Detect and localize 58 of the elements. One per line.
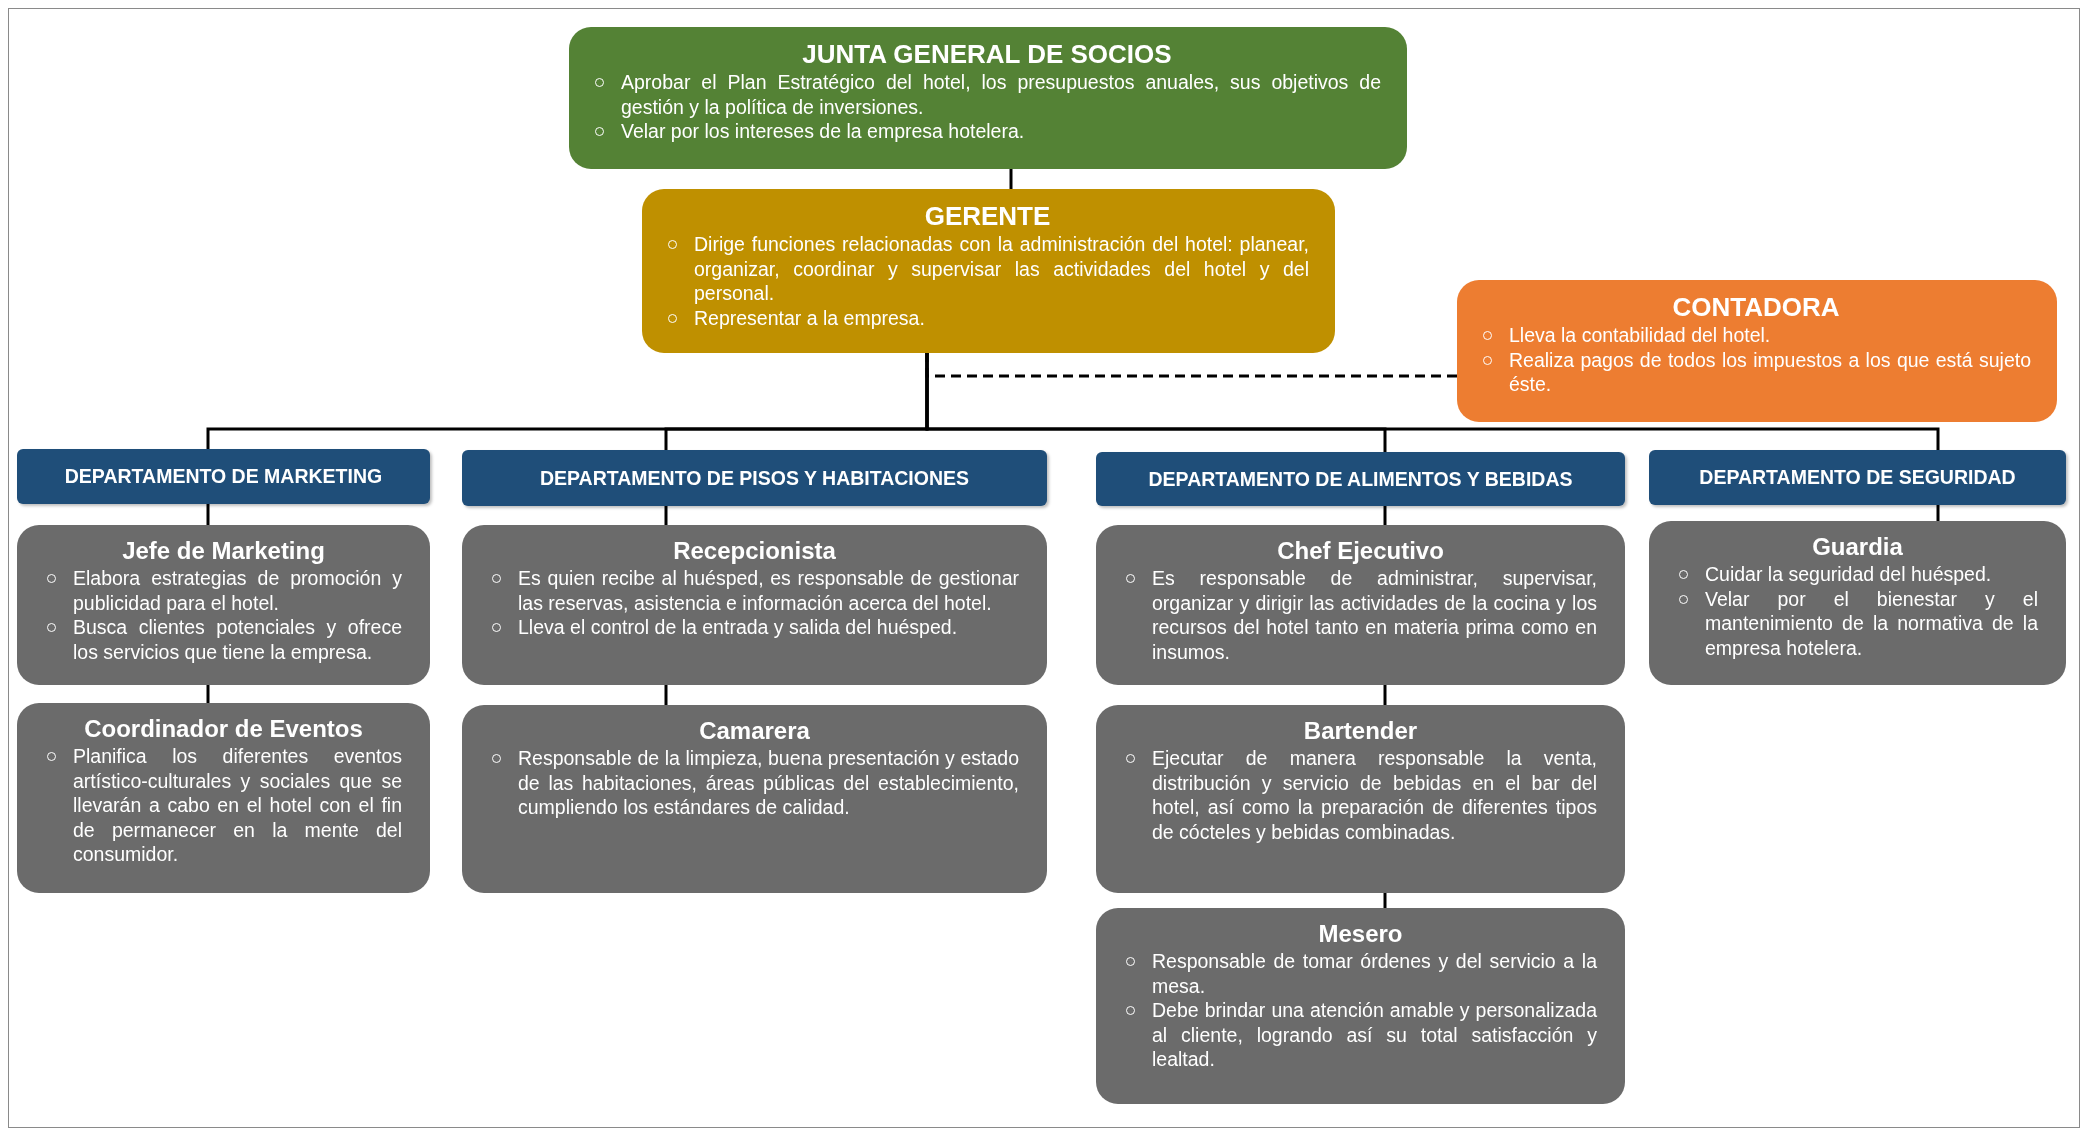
bullet-text: Lleva el control de la entrada y salida del huésped. bbox=[490, 615, 1019, 640]
department-box bbox=[17, 449, 430, 504]
bullet-text: Planifica los diferentes eventos artístico-culturales y sociales que se llevarán a cabo en el hotel con el fin de permanecer en la mente del consumidor. bbox=[45, 744, 402, 867]
bullet-text: Es quien recibe al huésped, es responsable de gestionar las reservas, asistencia e información acerca del hotel. bbox=[490, 566, 1019, 616]
role-box bbox=[1096, 705, 1625, 893]
box-heading: JUNTA GENERAL DE SOCIOS bbox=[801, 39, 1173, 69]
bullet-text: Es responsable de administrar, supervisar, organizar y dirigir las actividades de la cocina y los recursos del hotel tanto en materia prima como en insumos. bbox=[1124, 566, 1597, 665]
box-heading: Coordinador de Eventos bbox=[83, 715, 364, 743]
bullet-text: Dirige funciones relacionadas con la administración del hotel: planear, organizar, coordinar y supervisar las actividades del hotel y del personal. bbox=[666, 232, 1309, 306]
bullet-text: Responsable de tomar órdenes y del servicio a la mesa. bbox=[1124, 949, 1597, 999]
role-box bbox=[1649, 521, 2066, 685]
org-box bbox=[1457, 280, 2057, 422]
box-heading: Recepcionista bbox=[672, 537, 837, 565]
bullet-text: Debe brindar una atención amable y personalizada al cliente, logrando así su total satisfacción y lealtad. bbox=[1124, 998, 1597, 1072]
bullet-text: Velar por los intereses de la empresa hotelera. bbox=[593, 119, 1381, 144]
bullet-text: Responsable de la limpieza, buena presentación y estado de las habitaciones, áreas públicas del establecimiento, cumpliendo los estándares de calidad. bbox=[490, 746, 1019, 820]
box-heading: Mesero bbox=[1317, 920, 1404, 948]
connector-line bbox=[664, 506, 668, 525]
box-heading: GERENTE bbox=[923, 201, 1052, 231]
box-heading: DEPARTAMENTO DE PISOS Y HABITACIONES bbox=[539, 465, 970, 490]
connector-line bbox=[1383, 506, 1387, 525]
department-box bbox=[1096, 452, 1625, 506]
box-heading: CONTADORA bbox=[1671, 292, 1841, 322]
org-box bbox=[642, 189, 1335, 353]
role-box bbox=[462, 705, 1047, 893]
connector-line bbox=[925, 353, 1940, 450]
bullet-text: Elabora estrategias de promoción y publicidad para el hotel. bbox=[45, 566, 402, 616]
role-box bbox=[17, 525, 430, 685]
bullet-text: Velar por el bienestar y el mantenimiento de la normativa de la empresa hotelera. bbox=[1677, 586, 2038, 661]
role-box bbox=[1096, 525, 1625, 685]
role-box bbox=[17, 703, 430, 893]
connector-line bbox=[1383, 685, 1387, 705]
box-heading: DEPARTAMENTO DE ALIMENTOS Y BEBIDAS bbox=[1148, 466, 1573, 491]
bullet-text: Ejecutar de manera responsable la venta, distribución y servicio de bebidas en el bar del hotel, así como la preparación de diferentes tipos de cócteles y bebidas combinadas. bbox=[1124, 746, 1597, 845]
bullet-text: Aprobar el Plan Estratégico del hotel, los presupuestos anuales, sus objetivos de gestión y la política de inversiones. bbox=[593, 70, 1381, 120]
connector-line bbox=[206, 685, 210, 703]
bullet-text: Representar a la empresa. bbox=[666, 305, 1309, 331]
box-heading: Chef Ejecutivo bbox=[1276, 537, 1445, 565]
connector-line bbox=[664, 685, 668, 705]
box-heading: Camarera bbox=[698, 717, 811, 745]
org-box bbox=[569, 27, 1407, 169]
box-heading: Bartender bbox=[1302, 717, 1419, 745]
box-heading: DEPARTAMENTO DE MARKETING bbox=[64, 464, 383, 488]
bullet-text: Realiza pagos de todos los impuestos a los que está sujeto éste. bbox=[1481, 347, 2031, 397]
department-box bbox=[1649, 450, 2066, 505]
connector-line bbox=[1383, 893, 1387, 908]
bullet-text: Cuidar la seguridad del huésped. bbox=[1677, 562, 2038, 587]
connector-line bbox=[1936, 505, 1940, 521]
box-heading: Guardia bbox=[1811, 533, 1904, 561]
connector-line bbox=[1009, 169, 1013, 189]
role-box bbox=[1096, 908, 1625, 1104]
connector-line bbox=[206, 504, 210, 525]
box-heading: Jefe de Marketing bbox=[121, 537, 326, 565]
department-box bbox=[462, 450, 1047, 506]
box-heading: DEPARTAMENTO DE SEGURIDAD bbox=[1699, 465, 2016, 489]
bullet-text: Busca clientes potenciales y ofrece los servicios que tiene la empresa. bbox=[45, 615, 402, 665]
bullet-text: Lleva la contabilidad del hotel. bbox=[1481, 323, 2031, 348]
role-box bbox=[462, 525, 1047, 685]
